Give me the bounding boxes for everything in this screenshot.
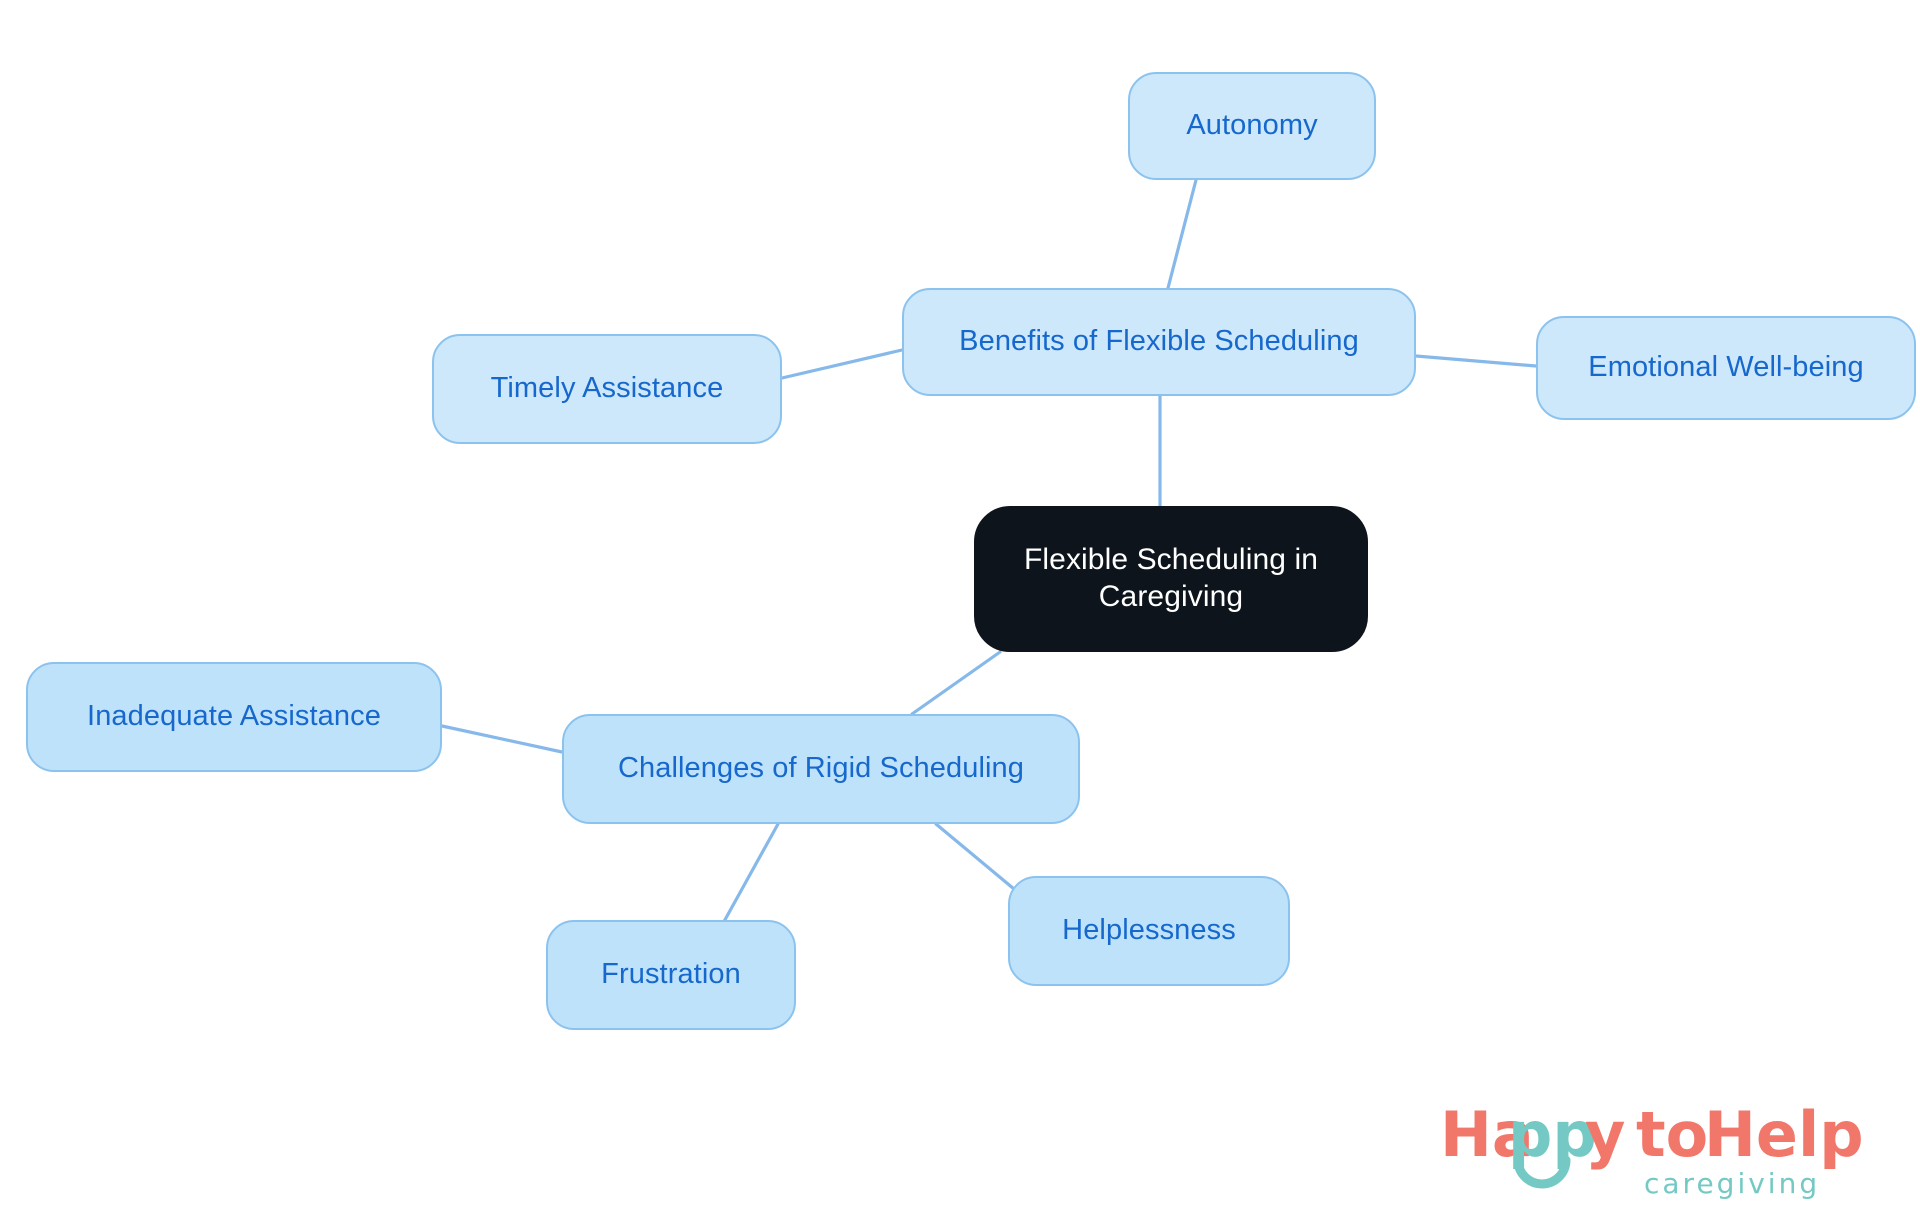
- happy-to-help-caregiving-logo: Ha pp y to Help caregiving: [1440, 1098, 1876, 1202]
- logo-text-to: to: [1636, 1098, 1708, 1171]
- mindmap-node-frustration[interactable]: Frustration: [546, 920, 796, 1030]
- logo-text-caregiving: caregiving: [1644, 1167, 1820, 1200]
- mindmap-node-emotional-well-being[interactable]: Emotional Well-being: [1536, 316, 1916, 420]
- mindmap-node-helplessness[interactable]: Helplessness: [1008, 876, 1290, 986]
- logo-text-happy-pp: pp: [1508, 1098, 1597, 1171]
- mindmap-node-challenges-of-rigid-scheduling[interactable]: Challenges of Rigid Scheduling: [562, 714, 1080, 824]
- logo-text-help: Help: [1704, 1098, 1864, 1171]
- mindmap-node-autonomy[interactable]: Autonomy: [1128, 72, 1376, 180]
- edge-benefits-timely: [780, 348, 904, 380]
- edge-benefits-emotional: [1414, 354, 1538, 368]
- mindmap-node-inadequate-assistance[interactable]: Inadequate Assistance: [26, 662, 442, 772]
- mindmap-node-root[interactable]: Flexible Scheduling in Caregiving: [974, 506, 1368, 652]
- mindmap-node-timely-assistance[interactable]: Timely Assistance: [432, 334, 782, 444]
- edge-challenges-helplessness: [934, 822, 1022, 896]
- edge-root-challenges: [910, 650, 1002, 716]
- edge-benefits-autonomy: [1166, 178, 1198, 290]
- logo-smile-icon: [1513, 1155, 1571, 1189]
- edge-challenges-inadequate: [440, 724, 564, 754]
- logo-text-happy-y: y: [1585, 1098, 1625, 1171]
- mindmap-node-benefits-of-flexible-scheduling[interactable]: Benefits of Flexible Scheduling: [902, 288, 1416, 396]
